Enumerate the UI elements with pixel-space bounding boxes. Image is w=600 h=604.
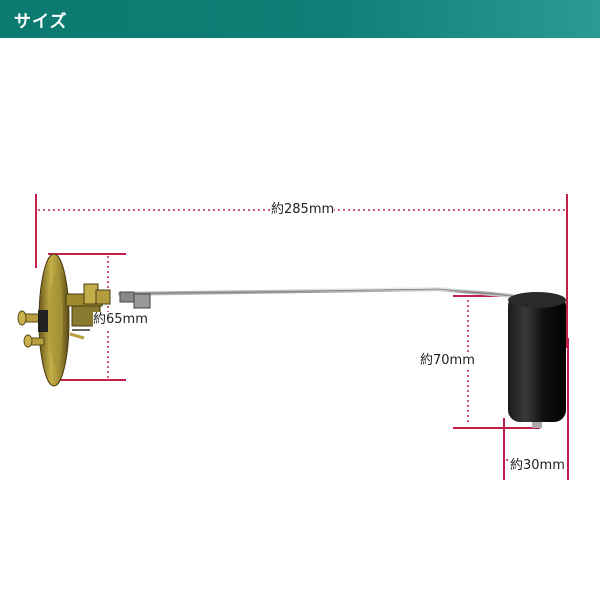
product-drawing: [17, 194, 569, 480]
label-float-width: 約30mm: [510, 458, 565, 474]
dimension-total-length: [35, 194, 568, 348]
terminal-bolts: [17, 310, 48, 348]
section-title: サイズ: [14, 12, 68, 32]
label-float-height: 約70mm: [420, 353, 475, 369]
label-total-length: 約285mm: [271, 202, 335, 218]
float-body: [508, 292, 566, 428]
label-flange-diameter: 約65mm: [93, 312, 148, 328]
float-arm: [118, 286, 514, 298]
section-header: サイズ: [0, 0, 600, 38]
rod-clips: [119, 291, 151, 309]
product-diagram: 約285mm 約65mm 約70mm 約30mm: [0, 38, 600, 600]
sender-mechanism: [65, 283, 111, 340]
